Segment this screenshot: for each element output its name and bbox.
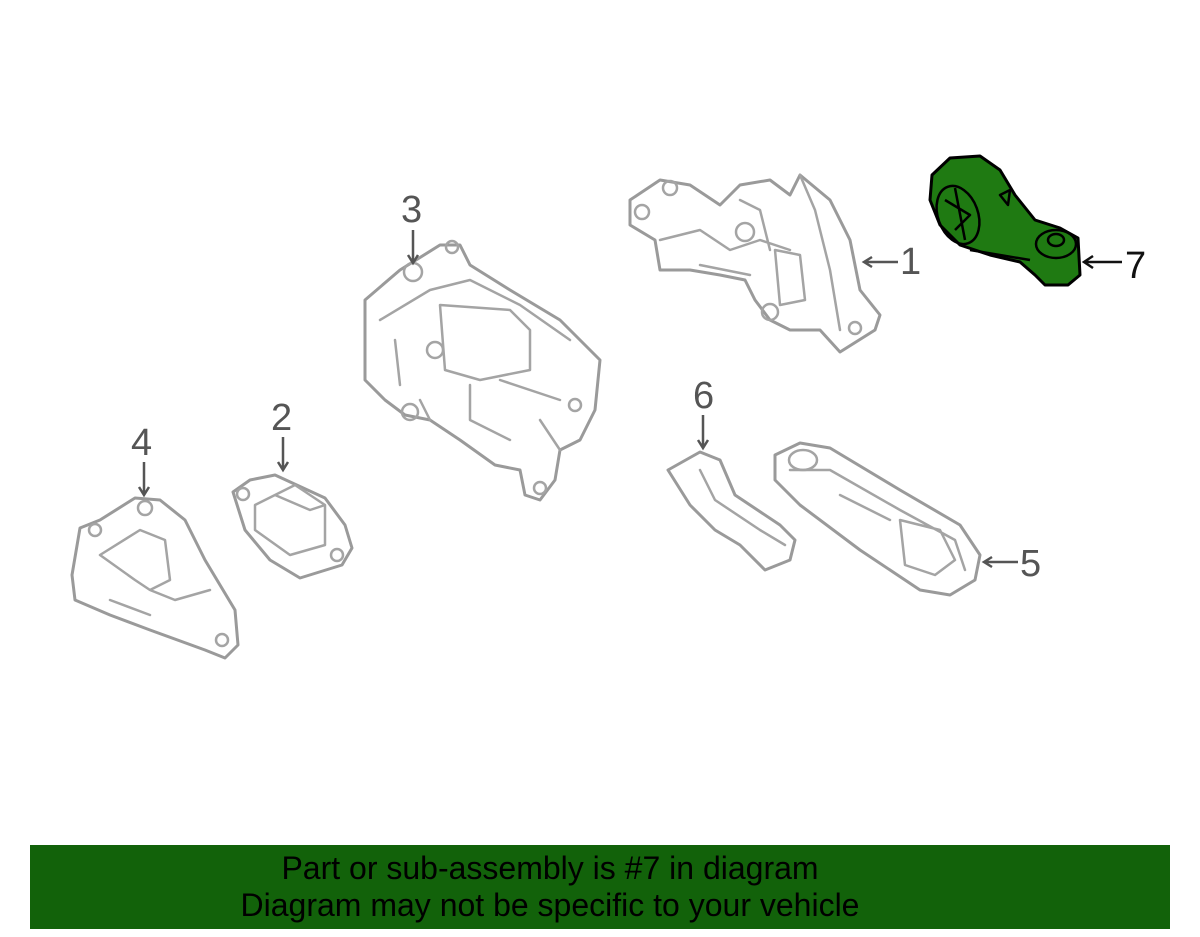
callout-5: 5 xyxy=(1020,543,1041,585)
banner-line-2: Diagram may not be specific to your vehi… xyxy=(240,887,860,923)
part-2-rubber-mount[interactable]: 2 xyxy=(231,397,354,580)
banner-line-1: Part or sub-assembly is #7 in diagram xyxy=(281,850,819,886)
part-3-mount-bracket[interactable]: 3 xyxy=(363,189,602,502)
part-7-torque-rod[interactable]: 7 xyxy=(928,154,1146,287)
part-1-engine-mount[interactable]: 1 xyxy=(628,173,921,354)
part-4-bracket[interactable]: 4 xyxy=(70,422,240,660)
callout-3: 3 xyxy=(401,189,422,231)
callout-2: 2 xyxy=(271,397,292,439)
info-banner: Part or sub-assembly is #7 in diagram Di… xyxy=(30,845,1170,929)
callout-7: 7 xyxy=(1125,245,1146,287)
part-6-bracket[interactable]: 6 xyxy=(666,375,797,572)
callout-1: 1 xyxy=(900,241,921,283)
part-5-lower-mount[interactable]: 5 xyxy=(773,441,1041,597)
callout-6: 6 xyxy=(693,375,714,417)
callout-4: 4 xyxy=(131,422,152,464)
parts-diagram: 1 3 7 6 5 2 xyxy=(70,154,1146,660)
